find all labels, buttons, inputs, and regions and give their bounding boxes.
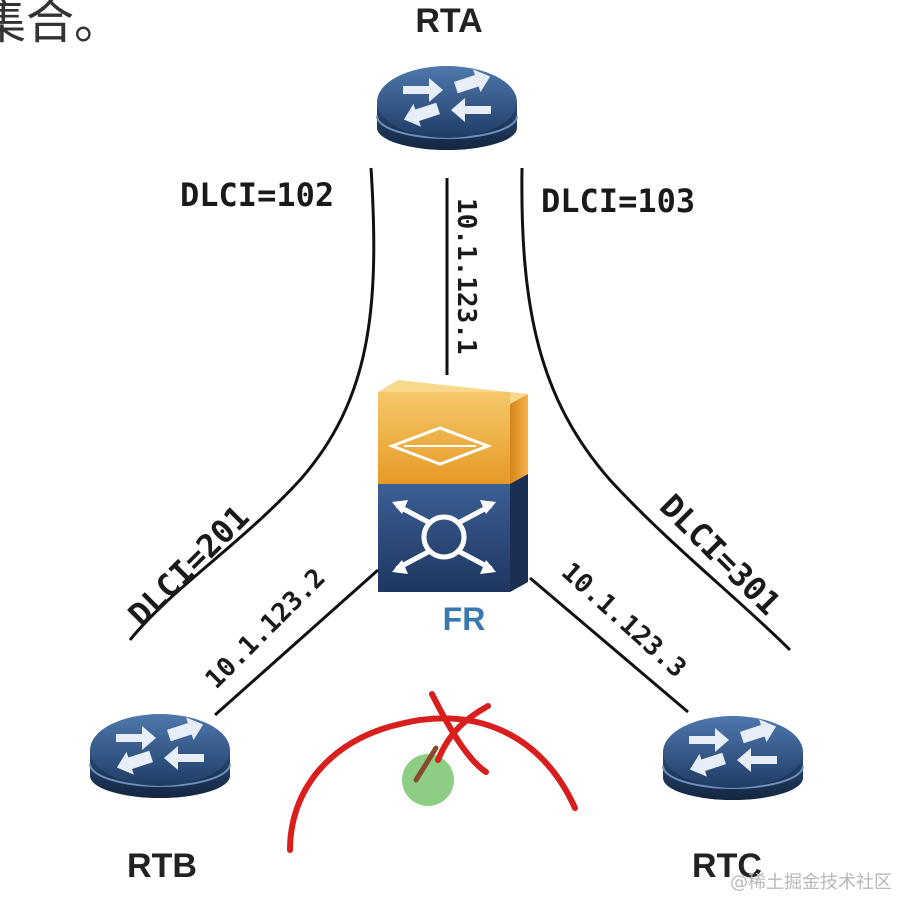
frame-relay-switch-icon: [378, 380, 528, 592]
router-rtc: RTC: [662, 714, 804, 885]
heading-fragment: 集合。: [0, 0, 122, 50]
fr-switch-label: FR: [443, 601, 486, 637]
router-rtb: RTB: [89, 712, 231, 885]
links: [128, 167, 792, 717]
link-fr-rtc: [529, 576, 689, 714]
link-rta-rtb-dlci: [128, 167, 376, 641]
dlci-rta-rtb: DLCI=102: [180, 176, 334, 214]
router-rtb-label: RTB: [127, 847, 197, 885]
red-cross-tail: [413, 745, 439, 783]
dlci-rta-rtc: DLCI=103: [541, 182, 695, 220]
dlci-rtc-rta: DLCI=301: [652, 487, 788, 623]
router-rta-label: RTA: [415, 2, 482, 40]
green-dot: [402, 754, 454, 806]
router-icon: [376, 64, 518, 151]
red-cross-stroke-2: [435, 703, 491, 763]
router-icon: [662, 714, 804, 801]
link-fr-rtb: [214, 568, 379, 717]
fr-switch: FR: [378, 380, 528, 637]
watermark: @稀土掘金技术社区: [730, 872, 892, 893]
ip-rtc: 10.1.123.3: [555, 557, 691, 684]
red-cross-stroke-1: [429, 691, 489, 775]
dlci-rtb-rta: DLCI=201: [121, 498, 257, 634]
red-arc: [287, 715, 578, 853]
link-rta-rtc-dlci: [520, 167, 792, 652]
ip-rta: 10.1.123.1: [451, 198, 481, 355]
router-rta: RTA: [376, 2, 518, 151]
hand-annotation: [287, 691, 578, 853]
router-rtc-label: RTC: [692, 847, 762, 885]
router-icon: [89, 712, 231, 799]
